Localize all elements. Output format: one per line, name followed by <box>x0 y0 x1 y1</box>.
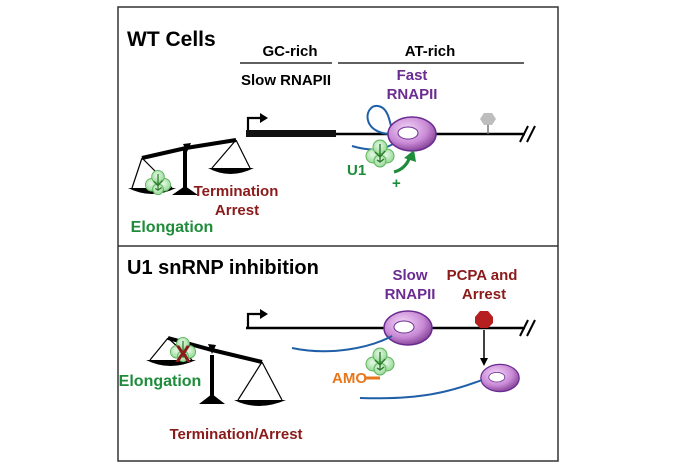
release-arrowhead-icon <box>480 358 488 366</box>
released-rnap-icon <box>480 363 520 393</box>
double-slash-icon-bottom <box>519 319 536 337</box>
top-panel-title: WT Cells <box>127 28 216 51</box>
pcpa-line1: PCPA and <box>447 267 518 284</box>
stop-sign-icon <box>475 311 493 328</box>
fast-rnap-icon <box>387 116 437 152</box>
released-transcript <box>359 379 483 400</box>
promoter-arrow-icon <box>246 116 262 132</box>
slow-label-line2: RNAPII <box>385 286 436 303</box>
termination-arrest-label: Termination/Arrest <box>169 426 302 443</box>
fast-label-line2: RNAPII <box>387 86 438 103</box>
promoter-arrow-icon-bottom <box>246 312 262 328</box>
u1-arrowhead-icon <box>404 150 416 162</box>
u1-label: U1 <box>347 162 366 179</box>
slow-rnapii-label: Slow RNAPII <box>241 72 331 89</box>
promoter-arrowhead-icon-bottom <box>260 309 268 319</box>
pcpa-line2: Arrest <box>462 286 506 303</box>
bottom-elongation-label: Elongation <box>119 373 202 390</box>
top-elongation-label: Elongation <box>131 219 214 236</box>
termination-line2: Arrest <box>215 202 259 219</box>
slow-label-line1: Slow <box>392 267 427 284</box>
termination-line1: Termination <box>194 183 279 200</box>
at-rich-label: AT-rich <box>405 43 456 60</box>
fast-label-line1: Fast <box>397 67 428 84</box>
double-slash-icon <box>519 125 536 143</box>
bottom-panel-title: U1 snRNP inhibition <box>127 257 319 279</box>
plus-sign: + <box>392 175 401 192</box>
slow-rnap-icon <box>383 310 433 346</box>
nascent-rna-bottom <box>291 335 393 353</box>
amo-label: AMO <box>332 370 367 387</box>
gc-rich-label: GC-rich <box>262 43 317 60</box>
inactive-stop-icon <box>480 113 496 125</box>
promoter-arrowhead-icon <box>260 113 268 123</box>
x-mark-icon: X <box>175 341 191 368</box>
gc-rich-gene-block <box>246 130 336 137</box>
